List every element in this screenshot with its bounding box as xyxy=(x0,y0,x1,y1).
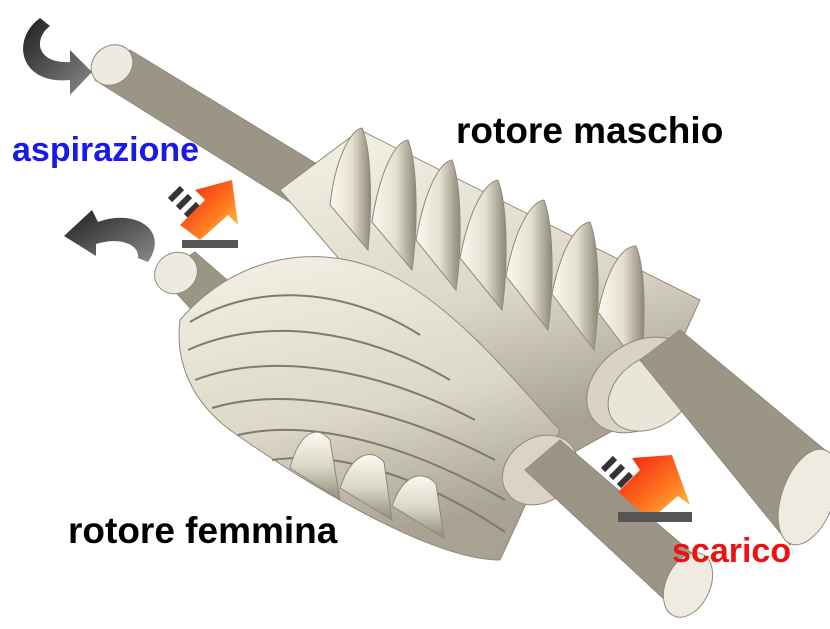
female-rotation-icon xyxy=(64,210,155,262)
suction-flow-icon xyxy=(170,180,238,248)
discharge-label: scarico xyxy=(672,534,791,568)
female-rotor-label: rotore femmina xyxy=(68,512,337,549)
male-rotation-icon xyxy=(23,18,92,95)
suction-label: aspirazione xyxy=(12,133,199,167)
male-rotor-label: rotore maschio xyxy=(456,112,723,149)
